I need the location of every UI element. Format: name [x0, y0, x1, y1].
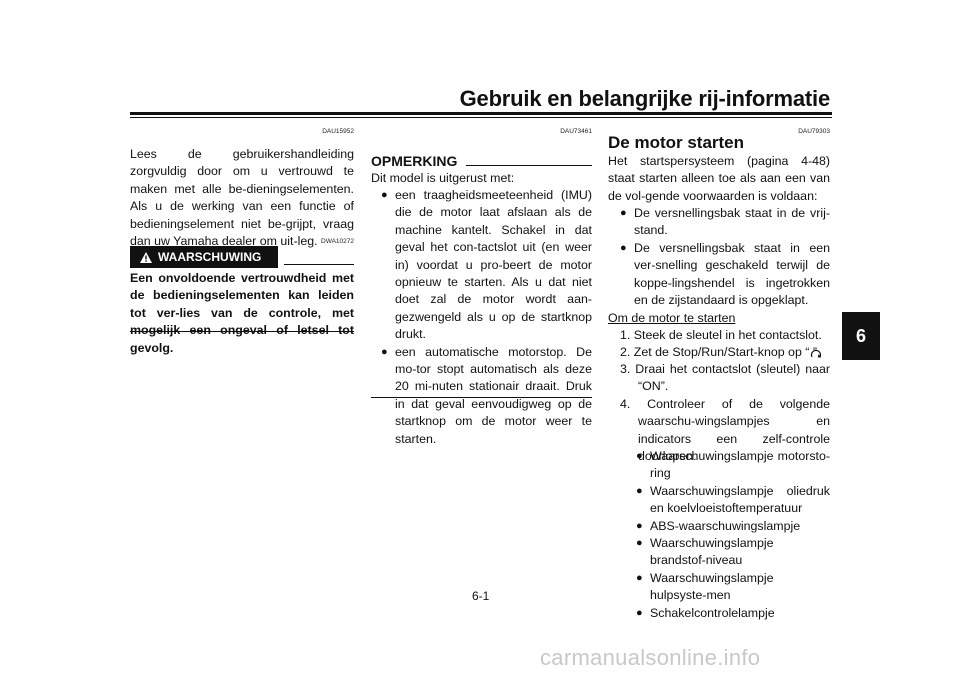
section-code: DAU79303 — [798, 128, 830, 135]
note-lead: Dit model is uitgerust met: — [371, 171, 515, 185]
warning-lamp-list: Waarschuwingslampje motorsto-ring Waarsc… — [636, 448, 830, 622]
list-item: Waarschuwingslampje hulpsyste-men — [636, 570, 830, 605]
watermark: carmanualsonline.info — [540, 645, 761, 670]
section-intro: Het startspersysteem (pagina 4-48) staat… — [608, 154, 830, 203]
list-item: Waarschuwingslampje brandstof-niveau — [636, 535, 830, 570]
procedure-step: 4. Controleer of de volgende waarschu-wi… — [620, 397, 830, 464]
list-item: een traagheidsmeeteenheid (IMU) die de m… — [381, 187, 592, 344]
page-title: Gebruik en belangrijke rij-informatie — [459, 86, 831, 111]
section-code: DAU15952 — [322, 128, 354, 135]
note-heading: OPMERKING — [371, 153, 458, 169]
note-list: een traagheidsmeeteenheid (IMU) die de m… — [381, 187, 592, 448]
procedure-subheading: Om de motor te starten — [608, 311, 736, 325]
list-item: ABS-waarschuwingslampje — [636, 518, 830, 536]
warning-banner: WAARSCHUWING — [130, 246, 278, 268]
warning-end-rule — [130, 331, 354, 332]
list-item: De versnellingsbak staat in een ver-snel… — [620, 240, 830, 310]
warning-rule — [284, 264, 354, 265]
procedure-step: 1. Steek de sleutel in het contactslot. — [620, 328, 822, 342]
list-item: Waarschuwingslampje motorsto-ring — [636, 448, 830, 483]
intro-paragraph: Lees de gebruikershandleiding zorgvuldig… — [130, 147, 354, 249]
chapter-tab[interactable]: 6 — [842, 312, 880, 360]
start-switch-symbol-icon — [810, 349, 822, 358]
note-end-rule — [371, 397, 592, 398]
condition-list: De versnellingsbak staat in de vrij-stan… — [620, 205, 830, 309]
warning-label: WAARSCHUWING — [158, 250, 262, 264]
section-code: DAU73461 — [560, 128, 592, 135]
list-item: Schakelcontrolelampje — [636, 605, 830, 623]
header-rule-thin — [130, 117, 832, 118]
list-item: De versnellingsbak staat in de vrij-stan… — [620, 205, 830, 240]
note-heading-rule — [466, 165, 592, 166]
page-number: 6-1 — [472, 589, 490, 603]
list-item: een automatische motorstop. De mo-tor st… — [381, 344, 592, 448]
warning-text: Een onvoldoende vertrouwdheid met de bed… — [130, 271, 354, 355]
header-rule — [130, 112, 832, 115]
procedure-step: 3. Draai het contactslot (sleutel) naar … — [620, 362, 830, 394]
warning-triangle-icon — [140, 251, 152, 263]
section-heading: De motor starten — [608, 133, 745, 152]
procedure-step: 2. Zet de Stop/Run/Start-knop op “ ”. — [620, 345, 822, 359]
list-item: Waarschuwingslampje oliedruk en koelvloe… — [636, 483, 830, 518]
warning-code: DWA10272 — [321, 238, 354, 245]
